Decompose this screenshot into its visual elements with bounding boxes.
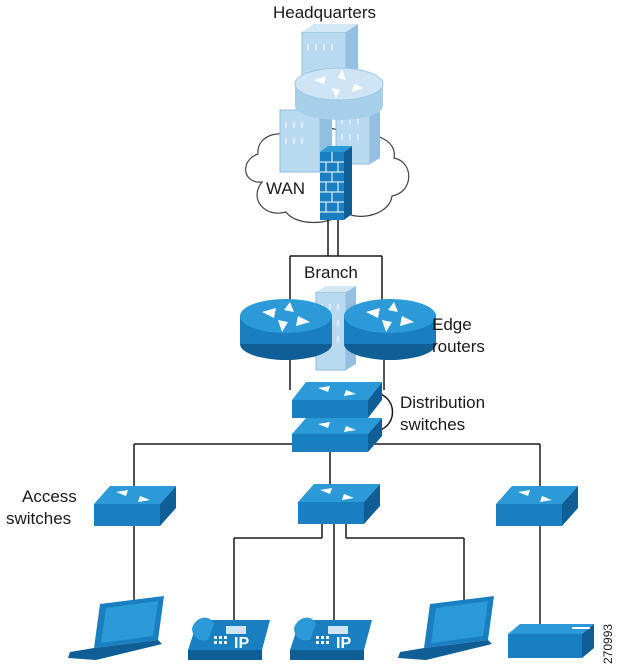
edge-routers-label-line1: Edge xyxy=(432,315,472,334)
distribution-label-line1: Distribution xyxy=(400,393,485,412)
edge-router-left-icon xyxy=(240,299,332,360)
access-switch-right-icon xyxy=(496,486,578,526)
headquarters-router-icon xyxy=(294,67,384,120)
distribution-switch-bottom-icon xyxy=(292,418,382,452)
headquarters-label: Headquarters xyxy=(273,3,376,22)
distribution-label-line2: switches xyxy=(400,415,465,434)
ip-phone-right-badge: IP xyxy=(336,635,351,652)
distribution-switch-top-icon xyxy=(292,382,382,418)
branch-label: Branch xyxy=(304,263,358,282)
ip-phone-right-icon: IP xyxy=(290,617,372,660)
wan-label: WAN xyxy=(266,179,305,198)
laptop-right-icon xyxy=(398,596,494,660)
edge-router-right-icon xyxy=(344,299,436,360)
access-switch-left-icon xyxy=(94,486,176,526)
ip-phone-left-icon: IP xyxy=(188,617,270,660)
figure-id-label: 270993 xyxy=(601,624,615,664)
firewall-icon xyxy=(320,146,352,220)
access-switch-middle-icon xyxy=(298,484,380,524)
edge-routers-label-line2: routers xyxy=(432,337,485,356)
ip-phone-left-badge: IP xyxy=(234,635,249,652)
access-label-line1: Access xyxy=(22,487,77,506)
access-label-line2: switches xyxy=(6,509,71,528)
laptop-left-icon xyxy=(68,596,164,660)
network-device-icon xyxy=(508,624,594,658)
